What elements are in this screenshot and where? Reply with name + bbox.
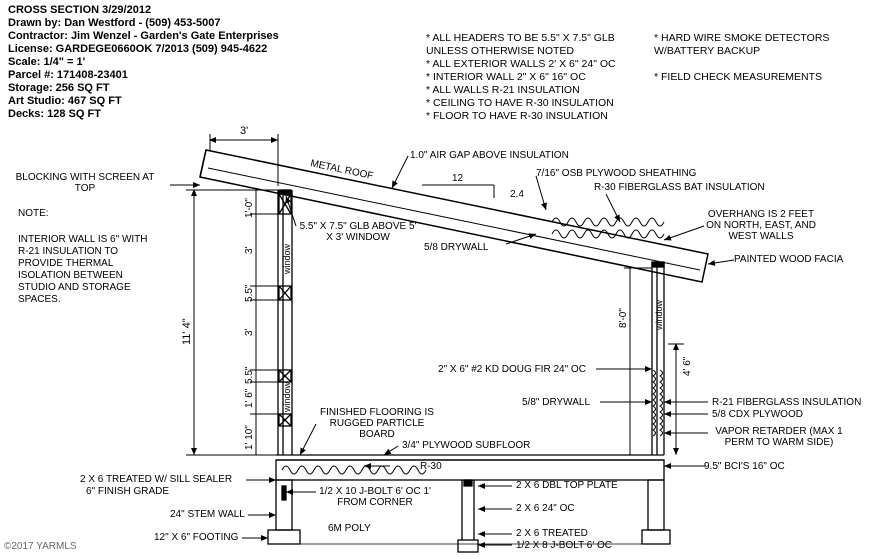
parcel-line: Parcel #: 171408-23401 <box>8 69 128 81</box>
poly-label: 6M POLY <box>328 523 371 534</box>
footing-label: 12" X 6" FOOTING <box>154 532 239 543</box>
r21-label: R-21 FIBERGLASS INSULATION <box>712 397 862 408</box>
contractor-line: Contractor: Jim Wenzel - Garden's Gate E… <box>8 30 279 42</box>
dim-5-5-b: 5.5" <box>244 366 255 384</box>
stud-label: 2" X 6" #2 KD DOUG FIR 24" OC <box>438 364 586 375</box>
smoke-detector-notes: * HARD WIRE SMOKE DETECTORS W/BATTERY BA… <box>654 32 829 84</box>
drawn-by-line: Drawn by: Dan Westford - (509) 453-5007 <box>8 17 221 29</box>
sill-label: 2 X 6 TREATED W/ SILL SEALER <box>80 474 233 485</box>
scale-line: Scale: 1/4" = 1' <box>8 56 86 68</box>
storage-line: Storage: 256 SQ FT <box>8 82 110 94</box>
dim-4-6: 4' 6" <box>682 356 693 376</box>
roof <box>199 149 709 283</box>
watermark: ©2017 YARMLS <box>4 541 77 552</box>
dim-5-5-a: 5.5" <box>244 284 255 302</box>
blocking-label: BLOCKING WITH SCREEN AT TOP <box>15 172 155 194</box>
general-notes: * ALL HEADERS TO BE 5.5" X 7.5" GLB UNLE… <box>426 32 616 123</box>
overhang-label: OVERHANG IS 2 FEET ON NORTH, EAST, AND W… <box>706 209 816 242</box>
jbolt8-label: 1/2 X 8 J-BOLT 6' OC <box>516 540 613 551</box>
bci-label: 9.5" BCI'S 16" OC <box>704 461 785 472</box>
note-line: UNLESS OTHERWISE NOTED <box>426 45 574 57</box>
subfloor-label: 3/4" PLYWOOD SUBFLOOR <box>402 440 531 451</box>
dim-1-10: 1' 10" <box>244 425 255 450</box>
r30-bat-label: R-30 FIBERGLASS BAT INSULATION <box>594 182 765 193</box>
pitch-rise-label: 2.4 <box>510 189 524 200</box>
interior-wall-note: NOTE: INTERIOR WALL IS 6" WITH R-21 INSU… <box>18 208 158 306</box>
drywall-ceiling-label: 5/8 DRYWALL <box>424 242 489 253</box>
note-line: * FLOOR TO HAVE R-30 INSULATION <box>426 110 608 122</box>
note-text: INTERIOR WALL IS 6" WITH R-21 INSULATION… <box>18 234 148 305</box>
note-line: * CEILING TO HAVE R-30 INSULATION <box>426 97 614 109</box>
title-line: CROSS SECTION 3/29/2012 <box>8 4 152 16</box>
vapor-retarder-label: VAPOR RETARDER (MAX 1 PERM TO WARM SIDE) <box>715 426 843 448</box>
pitch-run-label: 12 <box>452 173 464 184</box>
grade-label: 6" FINISH GRADE <box>86 486 170 497</box>
note-line <box>654 58 829 71</box>
window-label-lower: window <box>282 381 292 413</box>
stud24-label: 2 X 6 24" OC <box>516 503 575 514</box>
note-line: * ALL EXTERIOR WALLS 2' X 6" 24" OC <box>426 58 616 70</box>
dim-1-0: 1'-0" <box>244 198 255 218</box>
roof-insulation-symbol <box>551 217 665 227</box>
dim-8-0: 8'-0" <box>618 308 629 328</box>
finished-floor-label: FINISHED FLOORING IS RUGGED PARTICLE BOA… <box>320 407 434 440</box>
treated-label: 2 X 6 TREATED <box>516 528 588 539</box>
dim-1-6: 1' 6" <box>244 388 255 408</box>
note-title: NOTE: <box>18 208 49 219</box>
overhang-dimension: 3' <box>240 125 248 137</box>
license-line: License: GARDEGE0660OK 7/2013 (509) 945-… <box>8 43 268 55</box>
dim-3-a: 3' <box>244 246 255 254</box>
r30-floor-label: R-30 <box>420 461 442 472</box>
dim-3-b: 3' <box>244 328 255 336</box>
air-gap-label: 1.0" AIR GAP ABOVE INSULATION <box>410 150 569 161</box>
note-line: * FIELD CHECK MEASUREMENTS <box>654 71 823 83</box>
cdx-label: 5/8 CDX PLYWOOD <box>712 409 803 420</box>
note-line: * ALL WALLS R-21 INSULATION <box>426 84 580 96</box>
osb-label: 7/16" OSB PLYWOOD SHEATHING <box>536 168 697 179</box>
title-block: CROSS SECTION 3/29/2012 Drawn by: Dan We… <box>8 4 279 121</box>
note-line: * HARD WIRE SMOKE DETECTORS <box>654 32 830 44</box>
facia-label: PAINTED WOOD FACIA <box>734 254 844 265</box>
window-label-upper: window <box>282 243 292 275</box>
note-line: W/BATTERY BACKUP <box>654 45 761 57</box>
total-height-dimension: 11' 4" <box>181 318 193 345</box>
left-wall <box>277 189 293 455</box>
foundation <box>267 479 671 553</box>
floor-system <box>275 454 665 481</box>
art-studio-line: Art Studio: 467 SQ FT <box>8 95 122 107</box>
glb-label: 5.5" X 7.5" GLB ABOVE 5' X 3' WINDOW <box>299 221 417 243</box>
decks-line: Decks: 128 SQ FT <box>8 108 101 120</box>
stem-wall-label: 24" STEM WALL <box>170 509 245 520</box>
note-line: * INTERIOR WALL 2" X 6" 16" OC <box>426 71 586 83</box>
leader-arrows <box>170 155 735 548</box>
note-line: * ALL HEADERS TO BE 5.5" X 7.5" GLB <box>426 32 615 44</box>
dimension-lines <box>186 134 684 456</box>
right-wall <box>651 261 665 455</box>
window-label-right: window <box>654 299 664 331</box>
pitch-indicator <box>422 184 495 198</box>
jbolt10-label: 1/2 X 10 J-BOLT 6' OC 1' FROM CORNER <box>319 486 431 508</box>
top-plate-label: 2 X 6 DBL TOP PLATE <box>516 480 618 491</box>
drywall-wall-label: 5/8" DRYWALL <box>522 397 591 408</box>
